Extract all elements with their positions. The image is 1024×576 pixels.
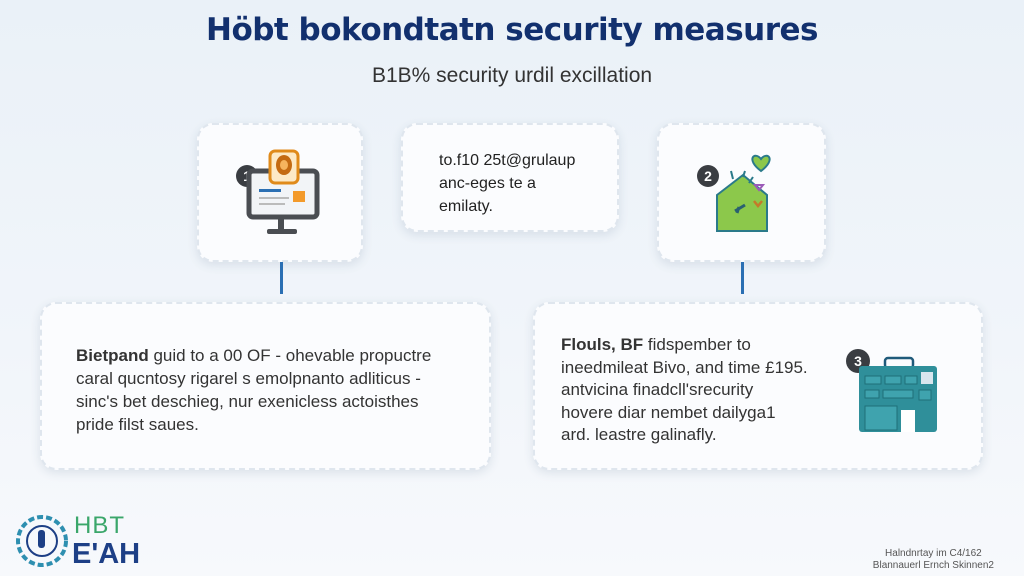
- text-line: pride filst saues.: [76, 415, 199, 434]
- step-card-2: 2: [657, 123, 826, 262]
- detail-lead: Bietpand: [76, 346, 149, 365]
- text-line: to.f10 25t@grulaup: [439, 152, 576, 169]
- detail-card-2: Flouls, BF fidspember to ineedmileat Biv…: [533, 302, 983, 470]
- detail-lead: Flouls, BF: [561, 335, 644, 354]
- text-line: ineedmileat Bivo, and time £195.: [561, 357, 808, 377]
- step-card-1: 1: [197, 123, 363, 262]
- text-line: hovere diar nembet dailyga1: [561, 402, 776, 422]
- building-icon: [859, 356, 937, 432]
- text-line: guid to a 00 OF - ohevable propuctre: [148, 346, 432, 365]
- footer-credit: Halndnrtay im C4/162 Blannauerl Ernch Sk…: [873, 548, 994, 572]
- page-subtitle: B1B% security urdil excillation: [371, 64, 653, 87]
- logo-text-top: HBT: [74, 512, 125, 539]
- step-card-text: to.f10 25t@grulaup anc-eges te a emilaty…: [401, 123, 619, 232]
- detail-text: Bietpand guid to a 00 OF - ohevable prop…: [76, 344, 431, 436]
- detail-card-1: Bietpand guid to a 00 OF - ohevable prop…: [40, 302, 491, 470]
- monitor-shield-icon: [246, 149, 320, 234]
- logo-emblem-icon: [16, 515, 68, 567]
- text-line: antvicina finadcll'srecurity: [561, 380, 754, 399]
- green-house-icon: [716, 154, 771, 232]
- page-title: Höbt bokondtatn security measures: [206, 12, 818, 48]
- text-line: caral qucntosy rigarel s emolpnanto adli…: [76, 369, 421, 388]
- footer-line: Halndnrtay im C4/162: [885, 548, 982, 559]
- text-line: fidspember to: [643, 335, 751, 354]
- text-line: emilaty.: [439, 198, 493, 215]
- detail-text: Flouls, BF fidspember to ineedmileat Biv…: [561, 334, 808, 447]
- text-line: ard. leastre galinafly.: [561, 425, 717, 444]
- connector-line: [741, 262, 744, 294]
- logo-text-bottom: E'AH: [72, 538, 141, 570]
- text-line: sinc's bet deschieg, nur exenicless acto…: [76, 392, 419, 411]
- text-line: anc-eges te a: [439, 175, 536, 192]
- step-number-badge: 2: [697, 165, 719, 187]
- step-card-text-content: to.f10 25t@grulaup anc-eges te a emilaty…: [439, 149, 575, 218]
- connector-line: [280, 262, 283, 294]
- footer-line: Blannauerl Ernch Skinnen2: [872, 560, 994, 571]
